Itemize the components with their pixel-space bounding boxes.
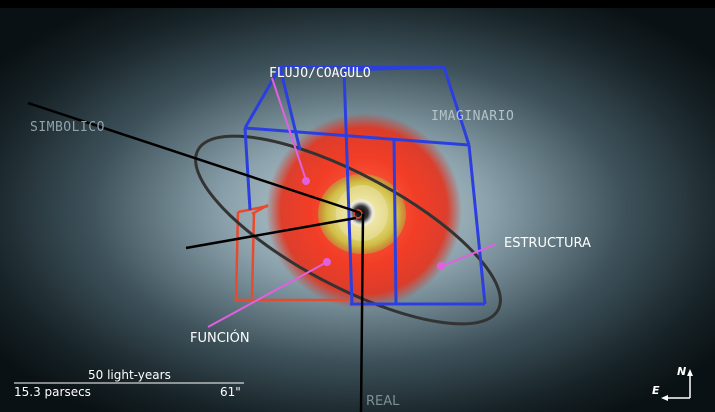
- funcion-dot: [323, 258, 331, 266]
- compass: N E: [652, 365, 693, 401]
- axis-lines: [27, 101, 365, 412]
- scale-arcsec: 61": [220, 385, 241, 399]
- estructura-pointer: [441, 243, 497, 267]
- label-flujo-coagulo: FLUJO/COAGULO: [269, 66, 371, 81]
- scale-light-years: 50 light-years: [88, 368, 171, 382]
- scale-bar: 50 light-years 15.3 parsecs 61": [14, 368, 244, 399]
- orbit-ring: [194, 134, 502, 326]
- label-simbolico: SIMBOLICO: [30, 120, 105, 135]
- compass-north-label: N: [677, 365, 686, 378]
- flujo-dot: [302, 177, 310, 185]
- funcion-pointer: [207, 261, 328, 328]
- label-real: REAL: [366, 394, 400, 409]
- label-estructura: ESTRUCTURA: [504, 236, 591, 251]
- compass-north-arrow: [687, 369, 693, 376]
- black-hole-core: [347, 199, 375, 227]
- compass-east-arrow: [661, 395, 668, 401]
- real-axis: [359, 213, 365, 412]
- label-funcion: FUNCIÓN: [190, 330, 250, 346]
- label-imaginario: IMAGINARIO: [431, 109, 514, 124]
- flujo-pointer: [271, 77, 307, 181]
- scale-parsecs: 15.3 parsecs: [14, 385, 91, 399]
- compass-east-label: E: [652, 384, 660, 397]
- funcion-axis: [185, 216, 357, 250]
- estructura-dot: [437, 262, 445, 270]
- simbolico-axis: [27, 101, 359, 214]
- marker-lines: [207, 77, 497, 328]
- blue-cube-wireframe: [243, 65, 487, 306]
- red-cube-wireframe: [234, 203, 348, 302]
